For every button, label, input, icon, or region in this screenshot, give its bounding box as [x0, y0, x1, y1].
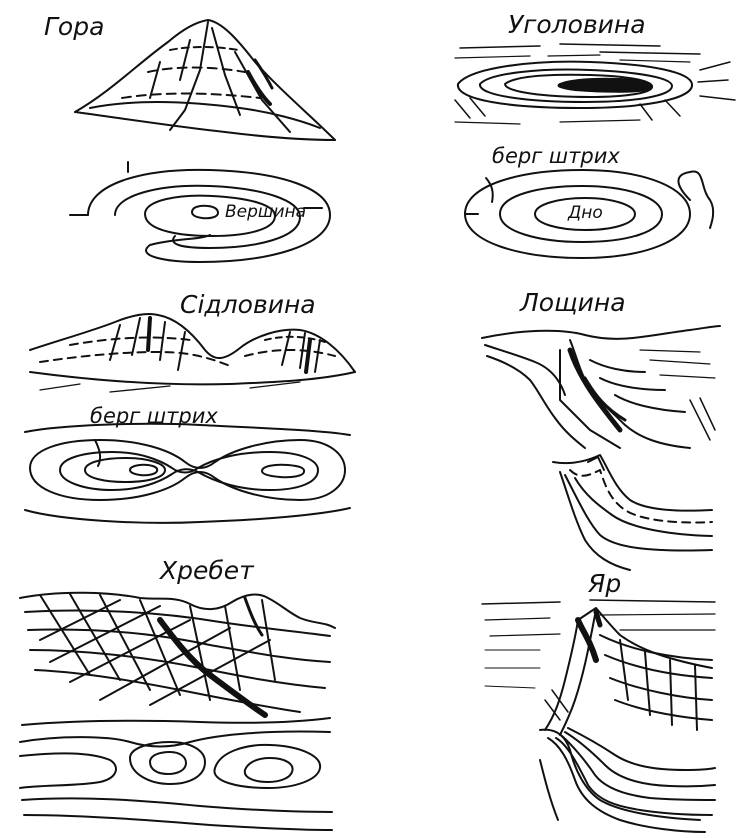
- depression-berg-label: берг штрих: [492, 146, 620, 167]
- ridge-contour-map: [20, 718, 332, 830]
- summit-label: Вершина: [225, 204, 306, 221]
- ridge-sketch: [20, 593, 335, 715]
- depression-title: Уголовина: [508, 12, 646, 37]
- hollow-title: Лощина: [520, 290, 626, 315]
- ravine-title: Яр: [588, 571, 621, 596]
- hollow-sketch: [482, 326, 720, 448]
- saddle-title: Сідловина: [180, 292, 316, 317]
- saddle-berg-label: берг штрих: [90, 406, 218, 427]
- hollow-contour-map: [553, 455, 712, 570]
- depression-bottom-label: Дно: [568, 205, 603, 222]
- ridge-title: Хребет: [160, 558, 254, 583]
- mountain-title: Гора: [44, 14, 104, 39]
- ravine-sketch: [482, 600, 715, 735]
- ravine-contour-map: [540, 728, 715, 832]
- depression-sketch: [455, 44, 735, 124]
- mountain-sketch: [75, 20, 335, 140]
- saddle-sketch: [30, 314, 355, 392]
- saddle-contour-map: [25, 424, 350, 523]
